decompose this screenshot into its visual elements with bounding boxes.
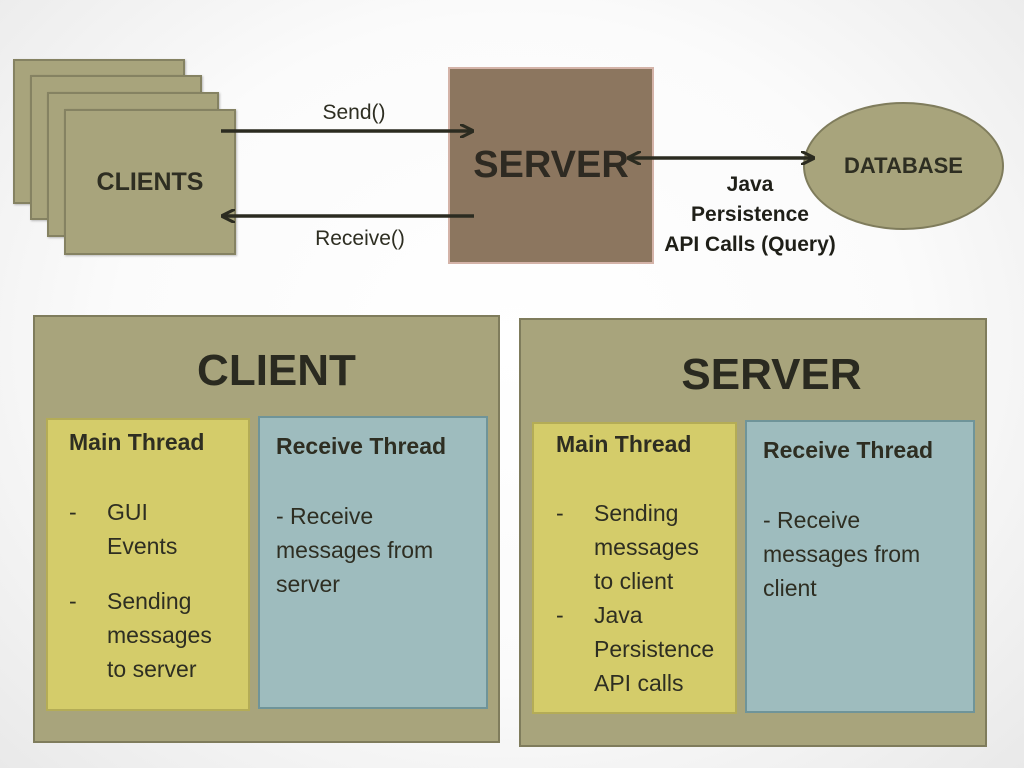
list-item: - Sending messages to client [556, 500, 699, 594]
diagram-arrows [221, 0, 1024, 300]
server-receive-thread-body: - Receive messages from client [763, 507, 921, 601]
client-panel-title: CLIENT [197, 346, 356, 395]
server-receive-thread: Receive Thread - Receive messages from c… [745, 420, 975, 713]
server-main-thread-list: - Sending messages to client - Java Pers… [556, 496, 738, 700]
jpa-calls-label: Java Persistence API Calls (Query) [648, 170, 852, 260]
jpa-label-line: Java [726, 173, 774, 196]
client-main-thread-list: - GUI Events - Sending messages to serve… [69, 495, 249, 686]
server-node: SERVER [448, 67, 654, 264]
client-main-thread: Main Thread - GUI Events - Sending messa… [46, 418, 250, 711]
list-item: - Sending messages to server [69, 588, 212, 682]
client-main-thread-title: Main Thread [69, 429, 205, 455]
list-item: - Java Persistence API calls [556, 602, 715, 696]
send-label: Send() [322, 101, 386, 124]
client-receive-thread-title: Receive Thread [276, 433, 447, 459]
receive-label: Receive() [315, 227, 405, 250]
jpa-label-line: Persistence [691, 203, 809, 226]
clients-node: CLIENTS [64, 109, 236, 255]
clients-label: CLIENTS [96, 167, 204, 196]
list-item: - GUI Events [69, 499, 178, 559]
server-receive-thread-title: Receive Thread [763, 437, 934, 463]
database-label: DATABASE [844, 153, 963, 178]
server-main-thread-title: Main Thread [556, 431, 692, 457]
server-main-thread: Main Thread - Sending messages to client… [532, 422, 737, 714]
client-receive-thread: Receive Thread - Receive messages from s… [258, 416, 488, 709]
client-receive-thread-body: - Receive messages from server [276, 503, 434, 597]
server-label: SERVER [473, 144, 629, 186]
jpa-label-line: API Calls (Query) [664, 233, 836, 256]
database-node: DATABASE [803, 102, 1004, 230]
server-panel-title: SERVER [681, 350, 862, 399]
